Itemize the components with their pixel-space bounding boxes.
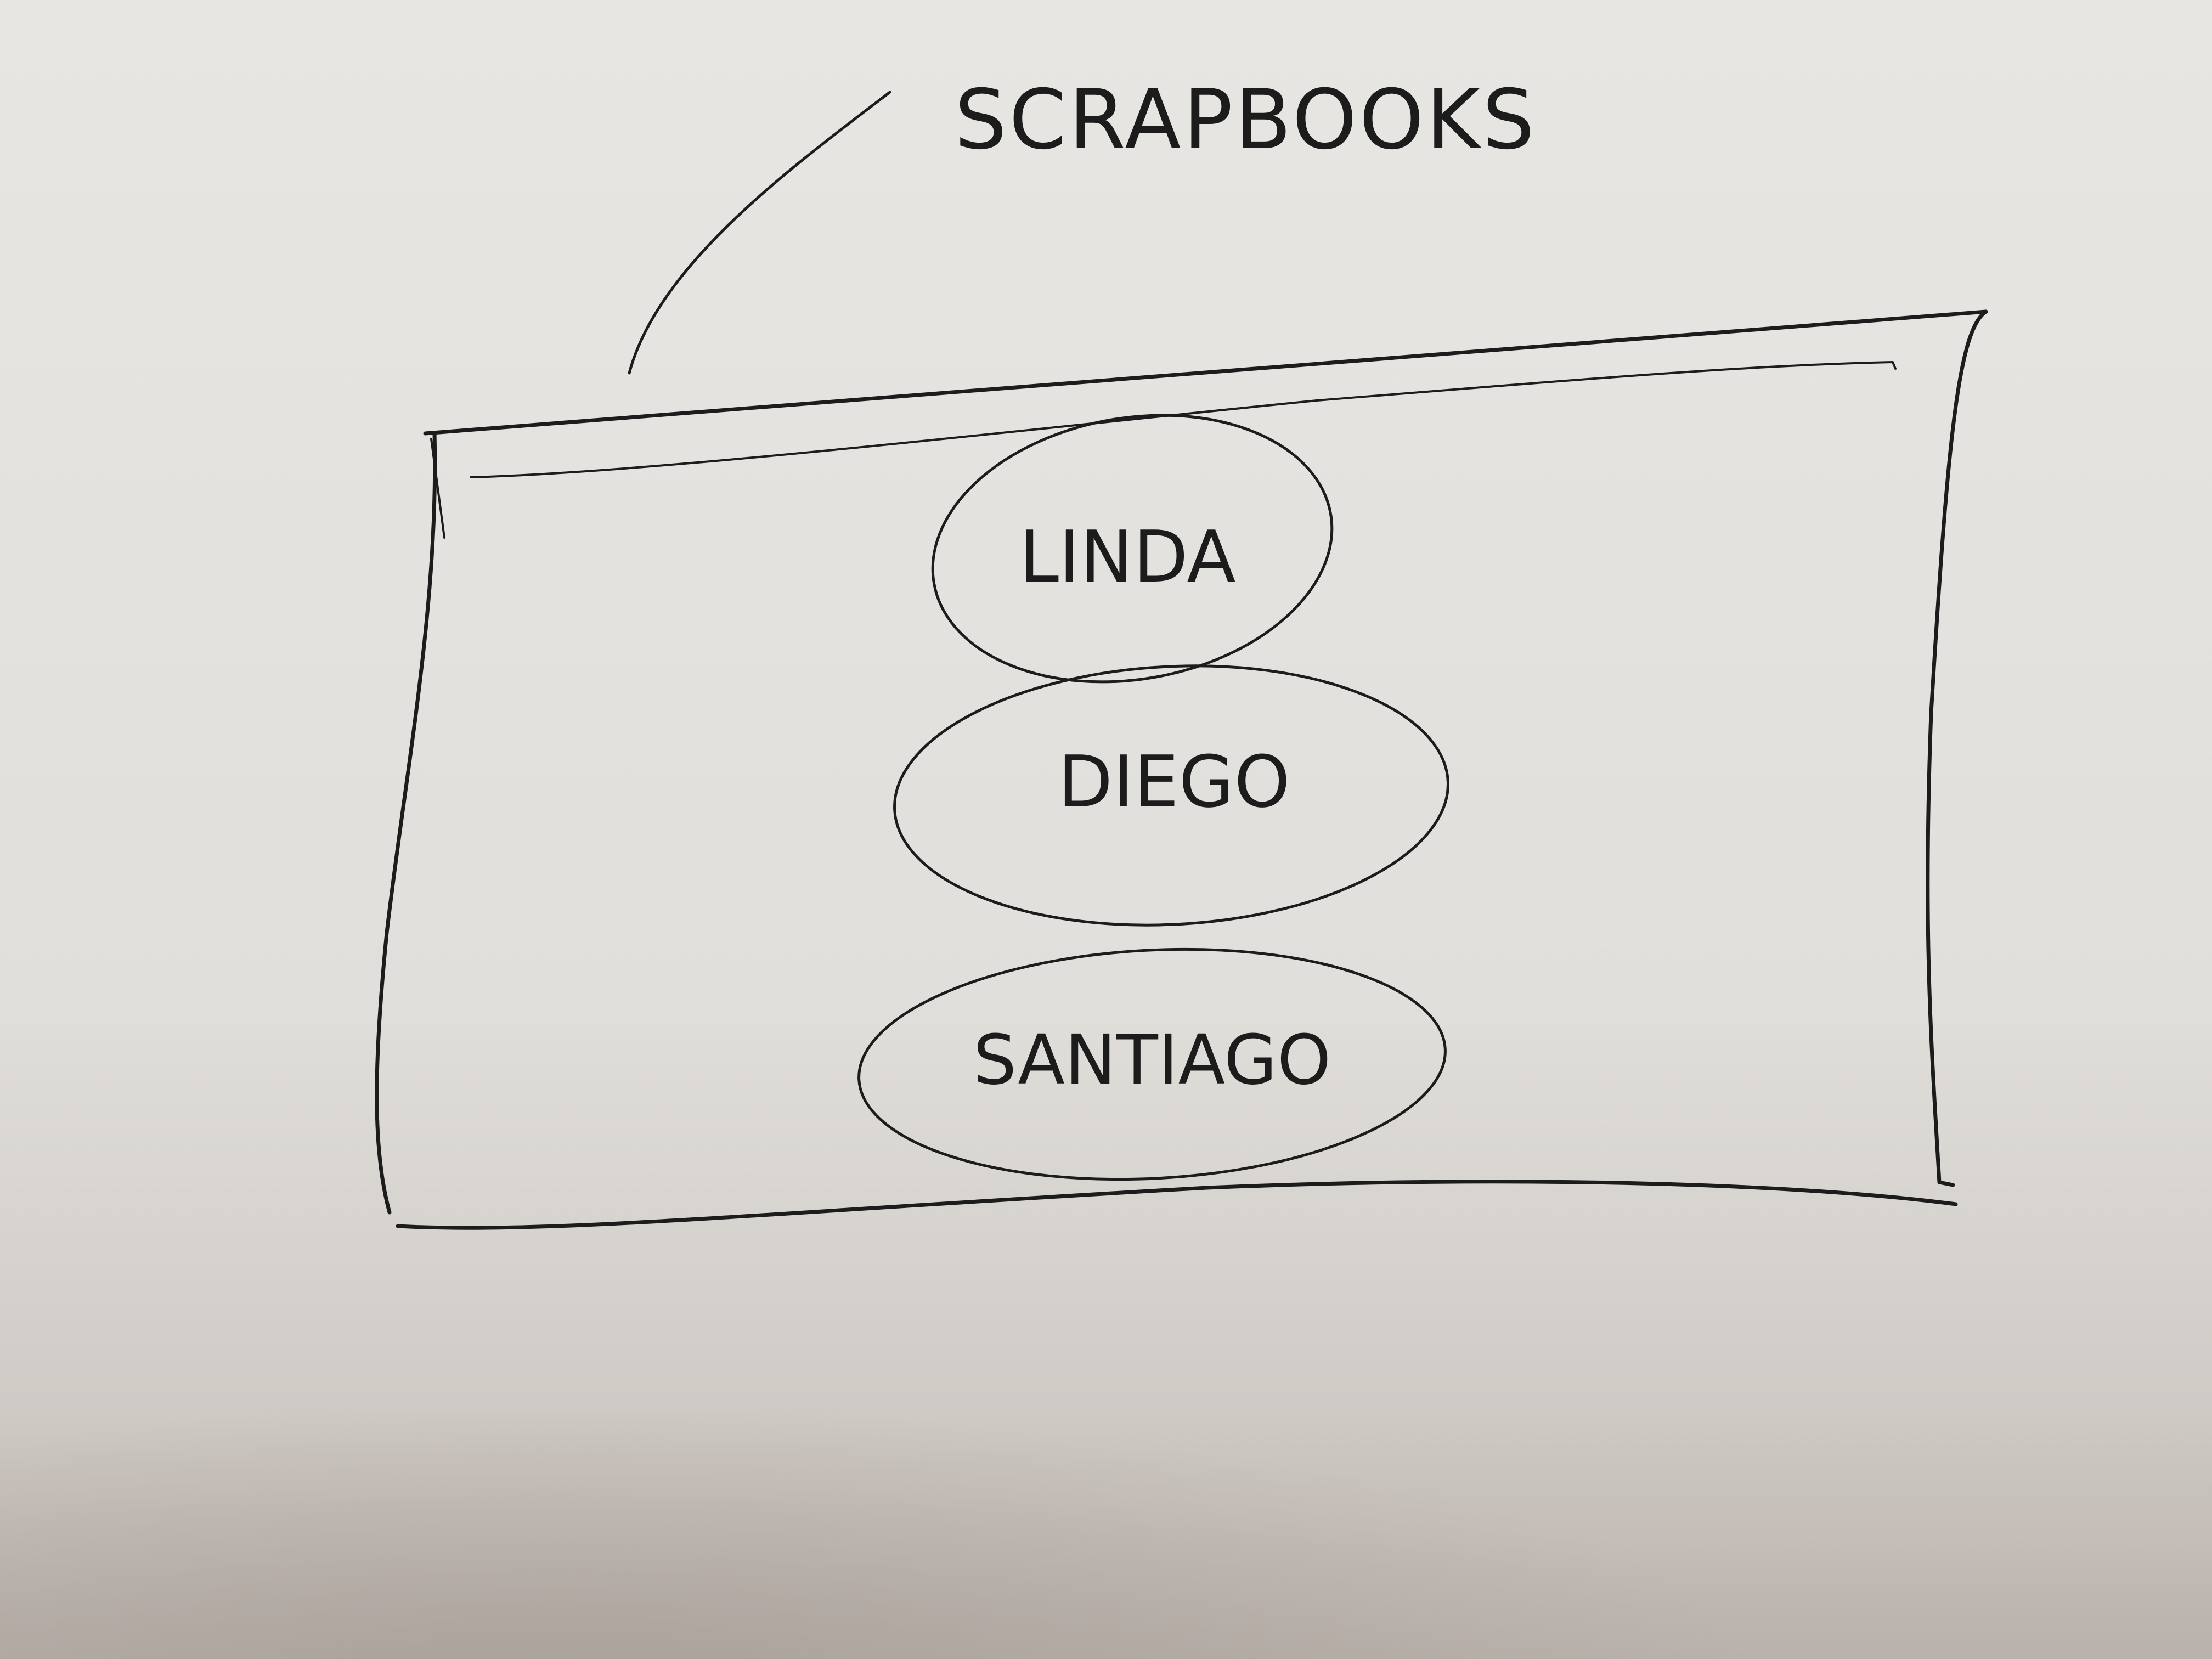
scrapbook-list: LINDA DIEGO SANTIAGO <box>853 385 1454 1193</box>
frame-header-line <box>470 361 1897 478</box>
paper-shadow <box>0 1152 2212 1659</box>
scrapbook-name: LINDA <box>1019 515 1236 599</box>
scrapbook-button-outline <box>931 414 1334 684</box>
scrapbook-name: DIEGO <box>1058 740 1290 823</box>
device-frame <box>375 309 1988 1230</box>
scrapbook-item-diego[interactable]: DIEGO <box>888 652 1454 939</box>
scrapbook-button-outline <box>893 664 1449 927</box>
scrapbook-name: SANTIAGO <box>973 1020 1331 1100</box>
scrapbook-item-santiago[interactable]: SANTIAGO <box>853 935 1451 1193</box>
title-label: SCRAPBOOKS <box>955 72 1537 168</box>
scrapbook-button-outline <box>857 947 1447 1181</box>
scrapbook-item-linda[interactable]: LINDA <box>911 385 1353 712</box>
title-leader-line <box>628 91 891 375</box>
